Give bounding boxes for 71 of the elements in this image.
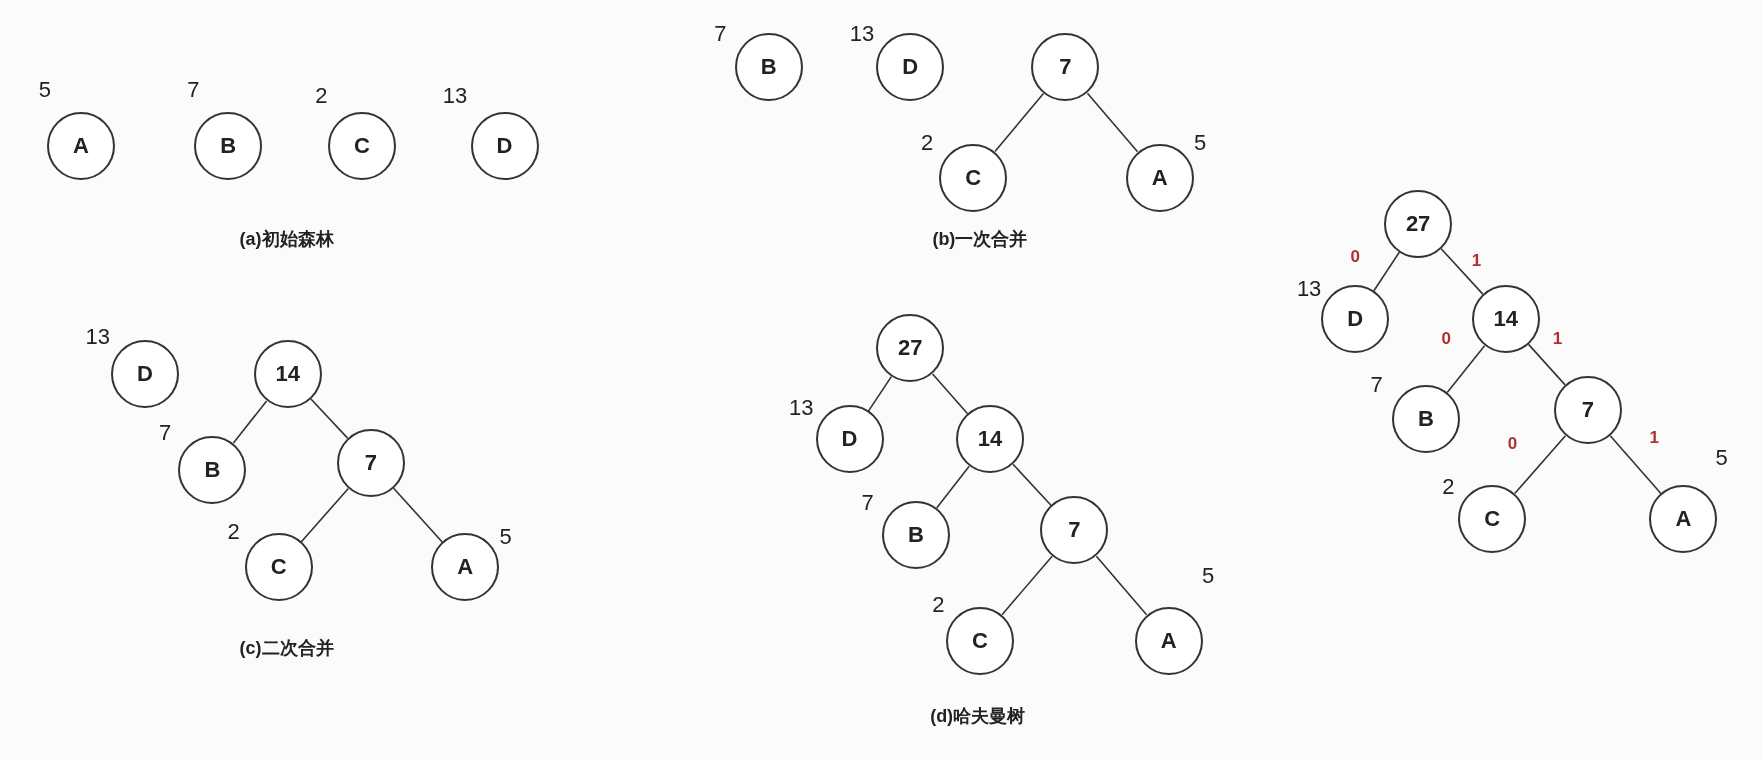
tree-edge	[1001, 555, 1053, 616]
weight-label: 2	[315, 82, 328, 109]
tree-edge	[994, 92, 1045, 153]
tree-node-circle: 7	[1040, 496, 1109, 565]
tree-node-circle: D	[815, 405, 884, 474]
tree-edge	[232, 400, 268, 444]
tree-edge	[300, 487, 350, 543]
tree-edge	[1086, 92, 1139, 153]
tree-node-circle: D	[1321, 285, 1390, 354]
weight-label: 2	[920, 129, 934, 156]
tree-edge	[310, 398, 349, 439]
weight-label: 13	[788, 394, 814, 421]
tree-edge	[1513, 434, 1567, 495]
tree-node-circle: B	[881, 500, 950, 569]
tree-edge	[1527, 343, 1566, 386]
tree-node-circle: 27	[876, 314, 945, 383]
tree-node-circle: C	[244, 533, 313, 602]
tree-edge	[935, 465, 970, 509]
weight-label: 7	[187, 76, 200, 103]
tree-node-circle: D	[470, 112, 539, 181]
weight-label: 2	[227, 518, 240, 545]
weight-label: 2	[1442, 473, 1455, 500]
tree-node-circle: A	[1125, 143, 1194, 212]
tree-node-circle: C	[945, 606, 1014, 675]
tree-edge	[1012, 463, 1052, 507]
tree-node-circle: B	[178, 435, 247, 504]
tree-node-circle: A	[1649, 485, 1718, 554]
tree-node-circle: 14	[253, 340, 322, 409]
tree-node-circle: D	[110, 340, 179, 409]
tree-node-circle: C	[939, 143, 1008, 212]
weight-label: 13	[1296, 275, 1322, 302]
tree-node-circle: A	[46, 112, 115, 181]
weight-label: 5	[1715, 445, 1728, 472]
weight-label: 13	[85, 324, 110, 351]
tree-node-circle: 7	[1031, 33, 1100, 102]
weight-label: 5	[499, 524, 512, 551]
weight-label: 5	[1201, 563, 1215, 590]
weight-label: 13	[849, 20, 875, 47]
weight-label: 13	[442, 82, 468, 109]
tree-edge	[1440, 247, 1484, 295]
tree-node-circle: 14	[956, 405, 1024, 474]
tree-edge	[1446, 344, 1486, 394]
tree-node-circle: 27	[1384, 189, 1453, 258]
tree-edge	[392, 487, 444, 544]
weight-label: 2	[932, 591, 945, 618]
tree-node-circle: 7	[336, 428, 405, 497]
caption-text: (d)哈夫曼树	[930, 704, 1026, 728]
tree-node-circle: D	[876, 33, 945, 102]
weight-label: 7	[714, 20, 727, 47]
tree-edge	[1373, 251, 1401, 292]
tree-node-circle: C	[327, 112, 396, 181]
tree-node-circle: B	[194, 112, 263, 181]
tree-edge	[867, 375, 893, 412]
tree-edge	[1095, 555, 1148, 616]
tree-node-circle: A	[431, 533, 500, 602]
weight-label: 7	[159, 419, 172, 446]
tree-node-circle: C	[1458, 485, 1527, 554]
tree-node-circle: B	[1392, 385, 1460, 454]
weight-label: 5	[1194, 129, 1207, 156]
tree-node-circle: A	[1134, 606, 1203, 675]
weight-label: 7	[1370, 372, 1383, 399]
tree-node-circle: 14	[1471, 285, 1540, 354]
tree-edge	[931, 373, 969, 415]
tree-node-circle: B	[734, 33, 803, 102]
caption-text: (b)一次合并	[932, 228, 1028, 252]
weight-label: 7	[861, 490, 874, 517]
caption-text: (c)二次合并	[239, 637, 334, 661]
tree-edge	[1609, 434, 1662, 495]
weight-label: 5	[38, 76, 52, 103]
tree-node-circle: 7	[1553, 376, 1622, 445]
caption-text: (a)初始森林	[239, 228, 334, 252]
